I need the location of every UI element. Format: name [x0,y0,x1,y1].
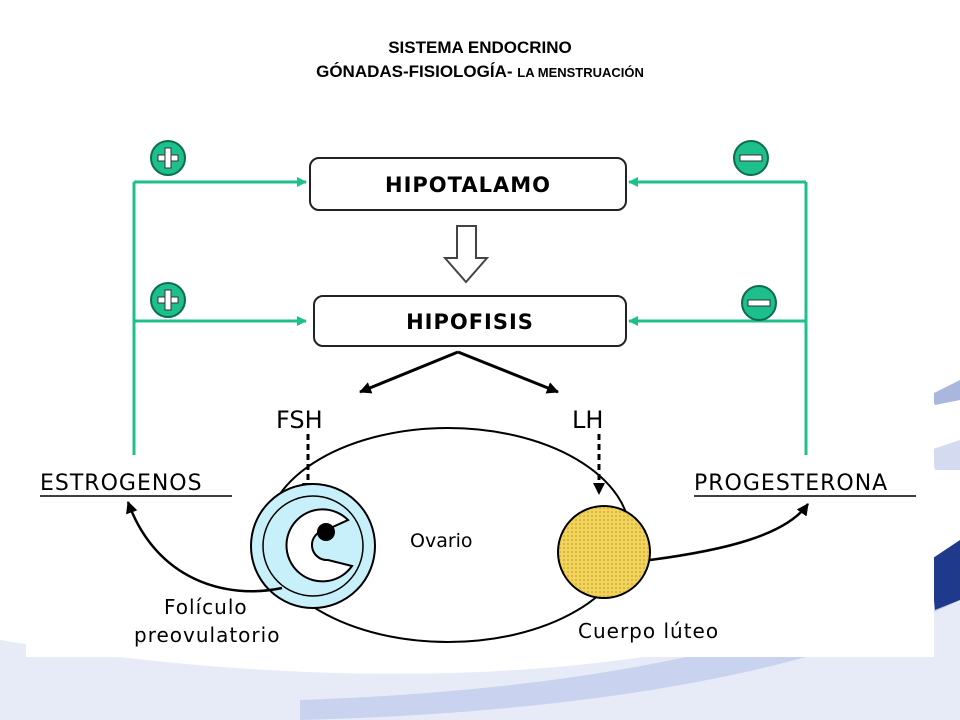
header-title: SISTEMA ENDOCRINO [388,38,572,57]
ovary-label: Ovario [410,530,473,552]
corpus-luteum-icon [557,505,651,599]
hormone-feedback-diagram: HIPOTALAMO HIPOFISIS FSH LH Ovario ESTRO… [40,140,916,647]
follicle-label-line2: preovulatorio [134,623,280,647]
down-arrow-icon [442,225,490,284]
minus-icon [741,285,777,321]
plus-icon [150,282,186,318]
luteum-to-progesterone-arrow [649,503,810,562]
lh-arrow [457,350,559,394]
lh-label: LH [572,406,603,434]
estrogens-label: ESTROGENOS [40,471,203,496]
estrogen-feedback-lines [132,177,307,455]
minus-icon [733,140,769,176]
follicle-label-line1: Folículo [164,595,248,619]
pituitary-label: HIPOFISIS [406,310,534,334]
pituitary-box [313,295,627,347]
plus-icon [150,140,186,176]
header-subtitle-small: LA MENSTRUACIÓN [517,65,644,80]
progesterone-label: PROGESTERONA [694,471,888,496]
corpus-luteum-label: Cuerpo lúteo [578,619,719,643]
follicle-to-estrogens-arrow [126,501,283,593]
progesterone-feedback-lines [628,177,808,455]
header-subtitle: GÓNADAS-FISIOLOGÍA- LA MENSTRUACIÓN [0,62,960,82]
hypothalamus-box [309,157,627,211]
fsh-arrow [359,350,459,394]
diagram-panel: HIPOTALAMO HIPOFISIS FSH LH Ovario ESTRO… [26,110,934,657]
header-subtitle-main: GÓNADAS-FISIOLOGÍA- [316,62,513,81]
follicle-icon [250,483,376,609]
hypothalamus-label: HIPOTALAMO [385,173,551,197]
fsh-label: FSH [276,406,323,434]
